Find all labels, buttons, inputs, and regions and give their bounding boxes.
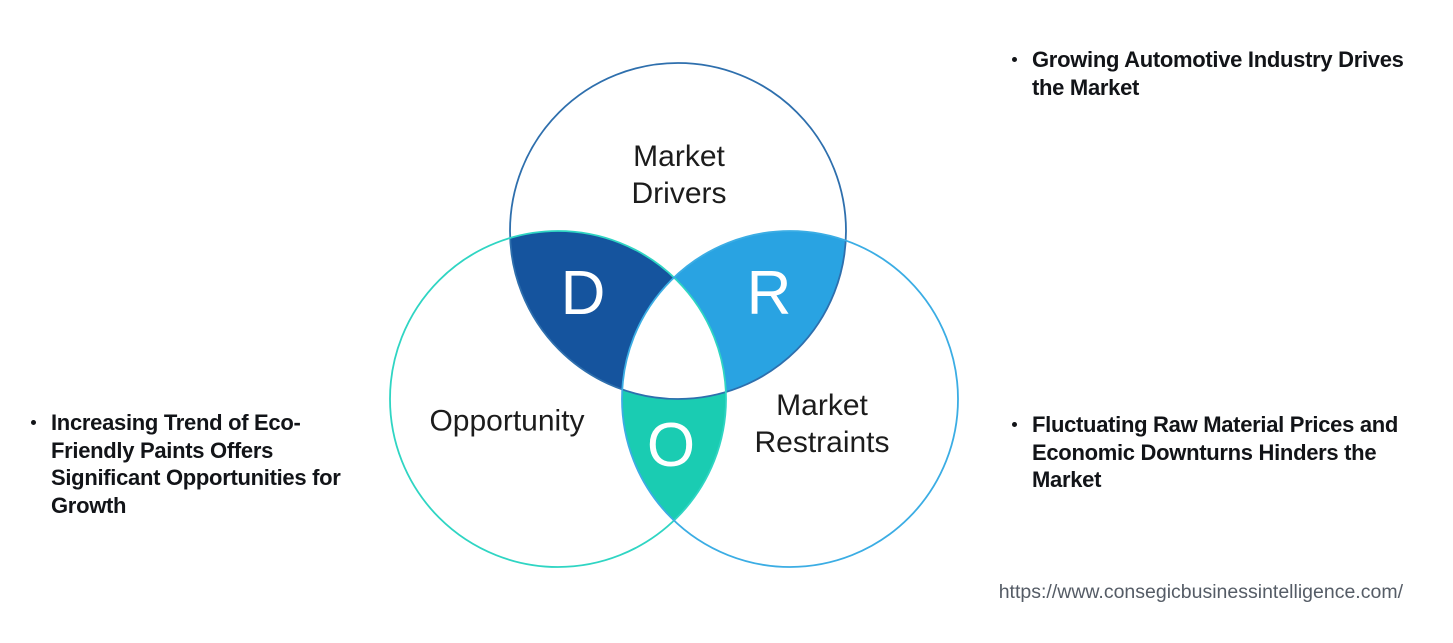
drivers-annotation: Growing Automotive Industry Drives the M…: [1012, 46, 1404, 101]
bullet-dot-icon: [31, 420, 36, 425]
restraints-circle-label: Market Restraints: [754, 389, 890, 459]
overlap-letter-o: O: [646, 411, 696, 480]
bullet-dot-icon: [1012, 422, 1017, 427]
opportunity-circle-outline: [389, 230, 727, 568]
bullet-dot-icon: [1012, 57, 1017, 62]
opportunity-annotation: Increasing Trend of Eco- Friendly Paints…: [31, 409, 341, 519]
source-url: https://www.consegicbusinessintelligence…: [998, 581, 1403, 603]
opportunity-circle-label: Opportunity: [429, 404, 585, 438]
restraints-annotation-text: Fluctuating Raw Material Prices and Econ…: [1032, 412, 1399, 492]
opportunity-annotation-text: Increasing Trend of Eco- Friendly Paints…: [51, 410, 341, 518]
overlap-letter-d: D: [560, 259, 606, 328]
drivers-circle-label: Market Drivers: [631, 140, 727, 210]
restraints-circle-outline: [621, 230, 959, 568]
restraints-annotation: Fluctuating Raw Material Prices and Econ…: [1012, 411, 1398, 494]
drivers-annotation-text: Growing Automotive Industry Drives the M…: [1032, 47, 1404, 100]
overlap-r-region: [622, 231, 846, 399]
overlap-d-region: [510, 231, 726, 399]
overlap-letter-r: R: [746, 259, 792, 328]
drivers-circle-outline: [509, 62, 847, 400]
